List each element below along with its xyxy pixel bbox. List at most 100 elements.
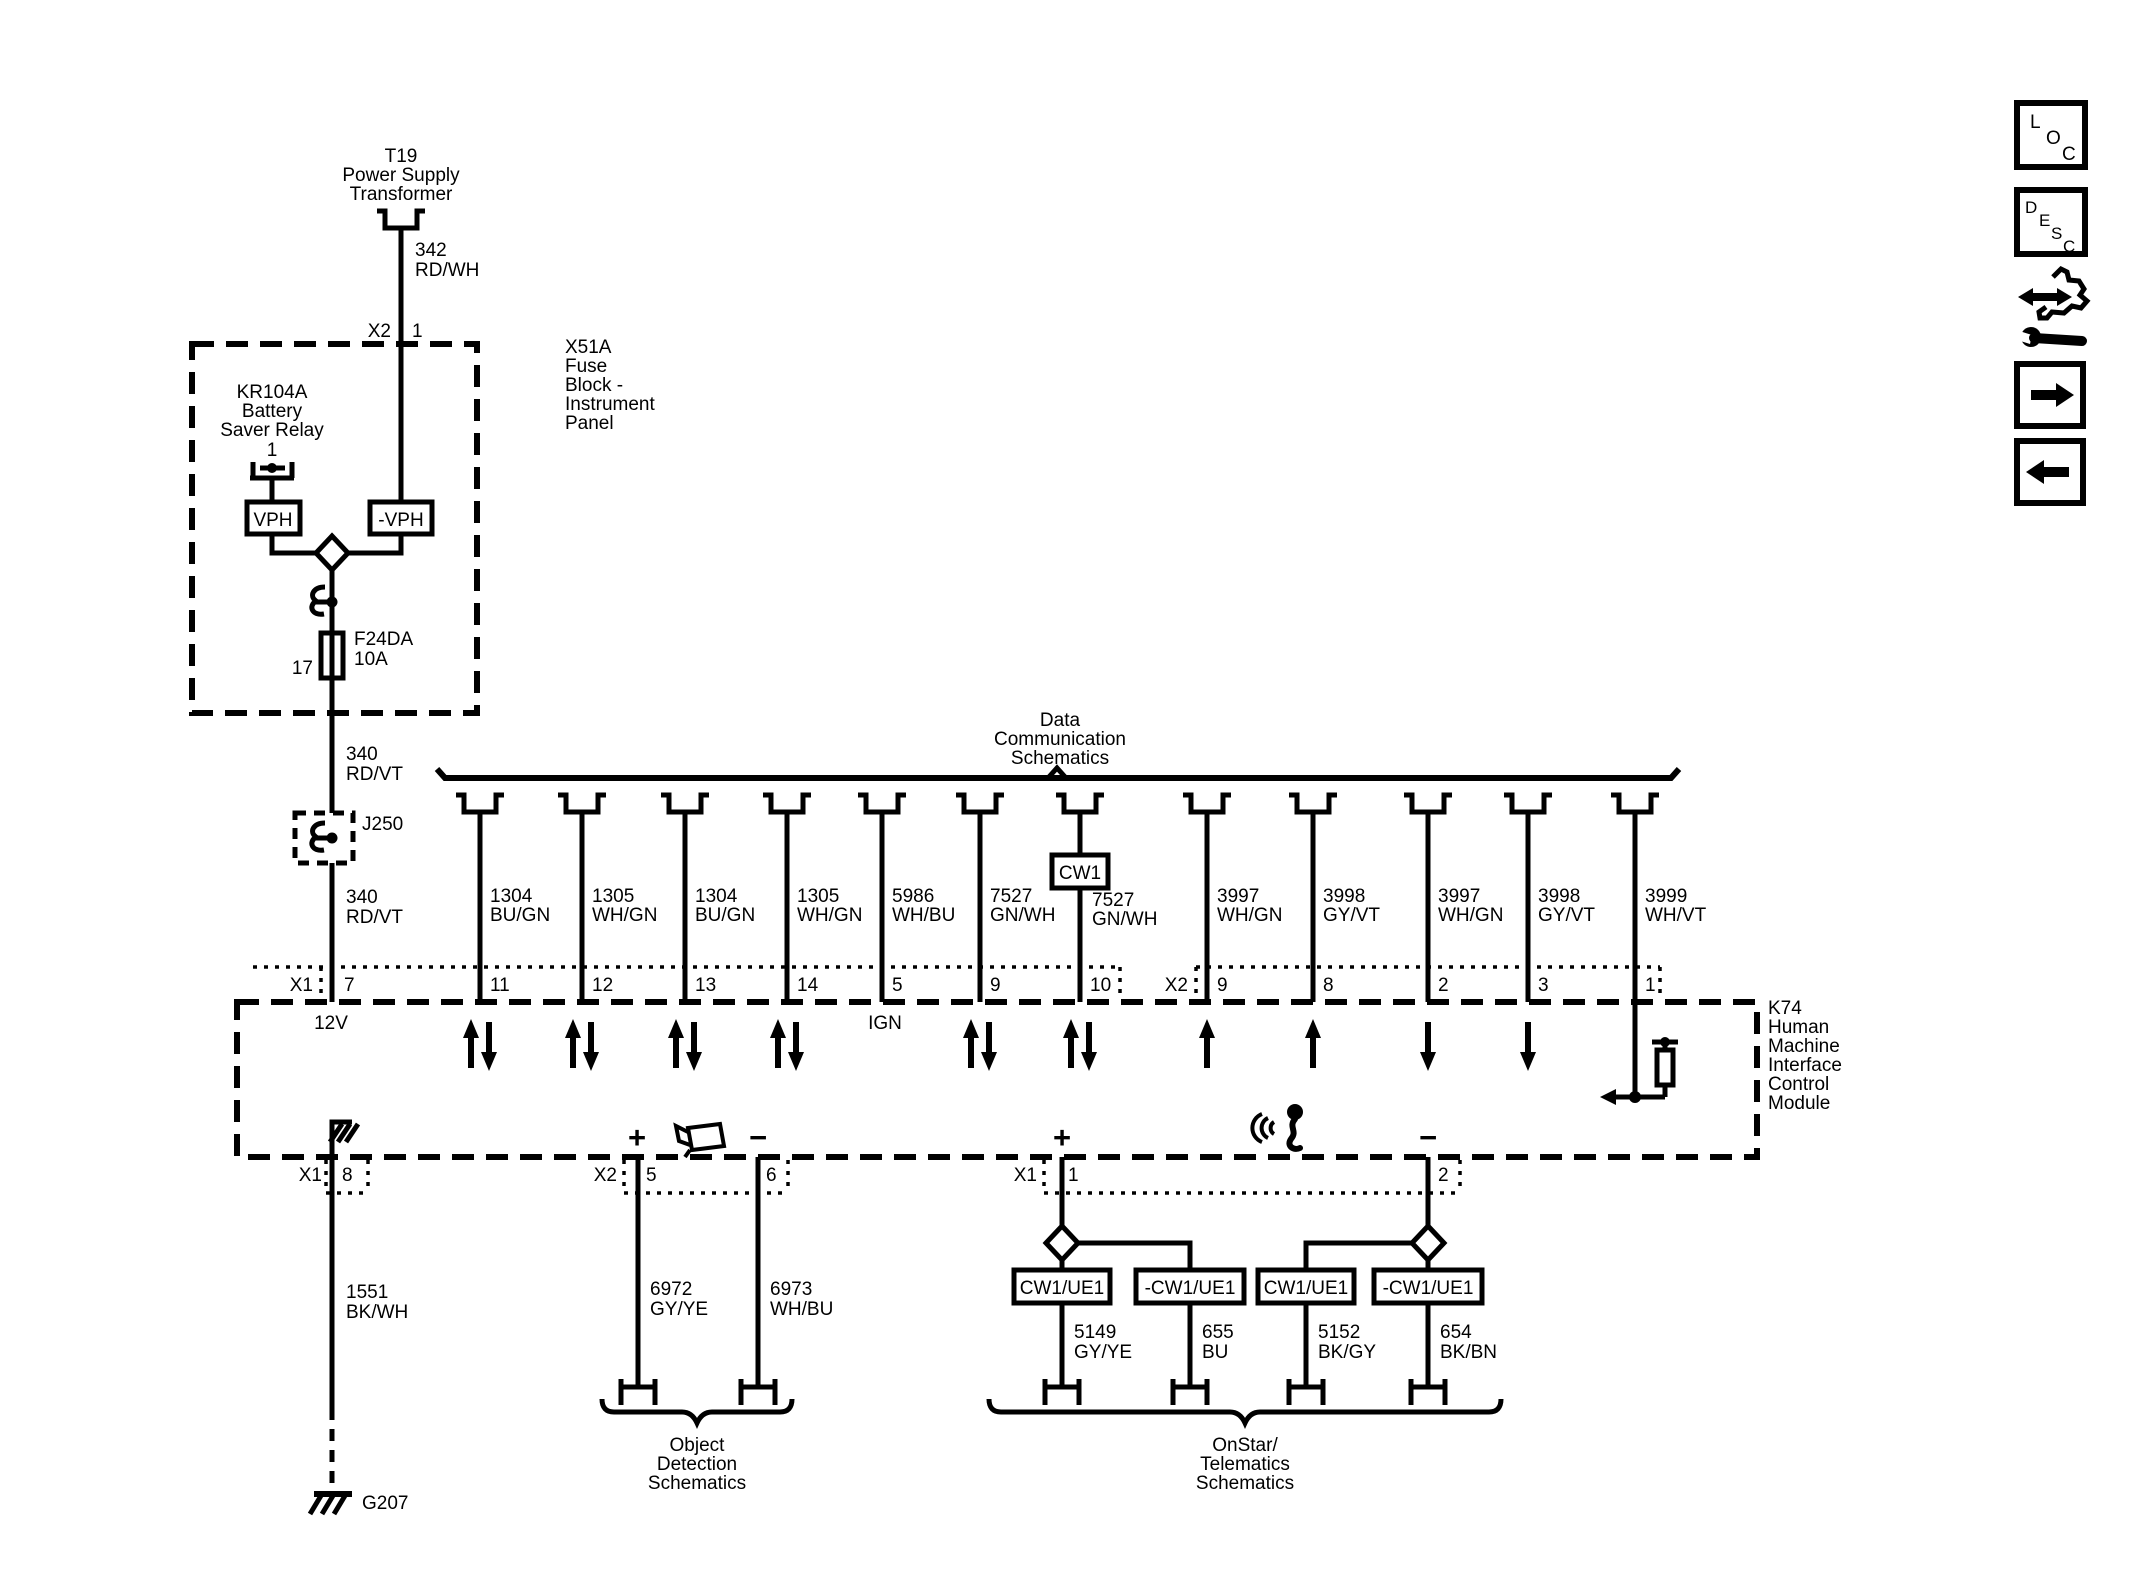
desc-button[interactable]: D E S C: [2014, 187, 2088, 257]
fuse-block-label2: Fuse: [565, 356, 607, 377]
module-top-connectors: X1 7 11 12 13 14 5 9 10 X2 9 8 2 3 1: [253, 965, 1662, 1000]
camera-icon: [673, 1121, 727, 1159]
net-12v: 12V: [314, 1013, 348, 1034]
wire-655-circuit: 655: [1202, 1322, 1234, 1343]
pin-8-bottom: 8: [342, 1165, 353, 1186]
data-communication-bus: Data Communication Schematics: [434, 710, 1682, 781]
wire-6972-color: GY/YE: [650, 1299, 708, 1320]
drop4-circuit: 5986: [892, 886, 934, 907]
desc-letter-c: C: [2063, 237, 2075, 256]
drop-terminal-icon: [661, 795, 709, 812]
pin-x2-1: 1: [1645, 975, 1656, 996]
module-name3: Interface: [1768, 1055, 1842, 1076]
wire-340-circuit: 340: [346, 744, 378, 765]
object-caption3: Schematics: [648, 1473, 746, 1494]
bus-title1: Data: [1040, 710, 1081, 731]
onstar-box3-label: CW1/UE1: [1264, 1278, 1348, 1299]
can-arrows: [463, 1019, 1536, 1071]
wire-6973-color: WH/BU: [770, 1299, 833, 1320]
vph-label: VPH: [253, 510, 292, 531]
vph-box: [244, 499, 303, 537]
drop7-color: WH/GN: [1217, 905, 1282, 926]
fuse-block-label1: X51A: [565, 337, 612, 358]
next-button[interactable]: [2014, 361, 2086, 429]
ground-circuit: 1551 BK/WH G207: [307, 1157, 408, 1516]
fuse-block-x51a: X51A Fuse Block - Instrument Panel KR104…: [189, 337, 655, 813]
pin-x2-3: 3: [1538, 975, 1549, 996]
transformer-name: Power Supply: [342, 165, 460, 186]
module-outline: [234, 999, 1760, 1160]
drop3-circuit: 1305: [797, 886, 839, 907]
onstar-minus-symbol: −: [1419, 1120, 1437, 1155]
desc-letter-e: E: [2039, 211, 2050, 230]
drop-terminal-icon: [456, 795, 504, 812]
pin-x2-2: 2: [1438, 975, 1449, 996]
repair-wrench-button[interactable]: [2014, 265, 2091, 347]
pin-onstar-2: 2: [1438, 1165, 1449, 1186]
drop6-color: GN/WH: [1092, 909, 1157, 930]
x1-bottom-label: X1: [299, 1165, 322, 1186]
ground-g207-icon: [307, 1491, 352, 1516]
fuse-block-label4: Instrument: [565, 394, 655, 415]
arrow-right-icon: [2056, 383, 2074, 407]
x1-onstar-label: X1: [1014, 1165, 1037, 1186]
drop-terminal-icon: [1404, 795, 1452, 812]
cw1-connector-box: [1049, 852, 1111, 891]
drop10-color: GY/VT: [1538, 905, 1595, 926]
loc-button[interactable]: L O C: [2014, 100, 2088, 170]
drop11-color: WH/VT: [1645, 905, 1707, 926]
pin-onstar-1: 1: [1068, 1165, 1079, 1186]
net-ign: IGN: [868, 1013, 902, 1034]
module-internal-ground-icon: [327, 1119, 361, 1157]
onstar-caption2: Telematics: [1200, 1454, 1290, 1475]
x2-connector-label: X2: [1165, 975, 1188, 996]
wire-6972-circuit: 6972: [650, 1279, 692, 1300]
transformer-name2: Transformer: [350, 184, 453, 205]
module-id: K74: [1768, 998, 1802, 1019]
wire-340b-circuit: 340: [346, 887, 378, 908]
drop0-color: BU/GN: [490, 905, 550, 926]
drop-terminal-icon: [956, 795, 1004, 812]
pin-5: 5: [892, 975, 903, 996]
onstar-splice-diamond-icon: [1046, 1226, 1078, 1260]
wire-5149-color: GY/YE: [1074, 1342, 1132, 1363]
pin-14: 14: [797, 975, 819, 996]
bus-title2: Communication: [994, 729, 1126, 750]
onstar-brace: [986, 1398, 1504, 1430]
loc-letter-l: L: [2030, 112, 2041, 133]
drop-terminal-icon: [1183, 795, 1231, 812]
back-button[interactable]: [2014, 438, 2086, 506]
wire-340b-color: RD/VT: [346, 907, 403, 928]
onstar-box4: [1371, 1267, 1485, 1306]
drop4-color: WH/BU: [892, 905, 955, 926]
j250-outline: [292, 810, 356, 866]
wire-340-section: 340 RD/VT J250 340 RD/VT: [292, 744, 403, 1002]
vph-junction-wires: [269, 534, 404, 556]
wrench-icon: [2014, 327, 2087, 347]
fuse-block-label5: Panel: [565, 413, 614, 434]
object-detection-section: 6972 GY/YE 6973 WH/BU Object Detection S…: [599, 1157, 833, 1494]
bus-bracket-center-tick: [1046, 764, 1068, 780]
drop0-circuit: 1304: [490, 886, 533, 907]
wire-1551-circuit: 1551: [346, 1282, 388, 1303]
x2-connector-strip: [1194, 965, 1662, 1000]
desc-letter-d: D: [2025, 198, 2037, 217]
x1-connector-label: X1: [290, 975, 313, 996]
arrow-left-icon: [2026, 460, 2044, 484]
wire-654-circuit: 654: [1440, 1322, 1472, 1343]
pin-12: 12: [592, 975, 613, 996]
obj-minus-symbol: −: [749, 1120, 767, 1155]
onstar-splice-diamond-icon: [1412, 1226, 1444, 1260]
microphone-icon: [1250, 1104, 1303, 1152]
onstar-plus-symbol: +: [1053, 1120, 1071, 1155]
cw1-label: CW1: [1059, 863, 1101, 884]
double-arrow-icon: [2018, 288, 2072, 306]
module-name5: Module: [1768, 1093, 1830, 1114]
desc-letter-s: S: [2051, 224, 2062, 243]
object-caption1: Object: [670, 1435, 726, 1456]
x1-ground-strip: [324, 1160, 370, 1195]
j250-label: J250: [362, 814, 403, 835]
routing-outline-icon: [2036, 265, 2091, 321]
